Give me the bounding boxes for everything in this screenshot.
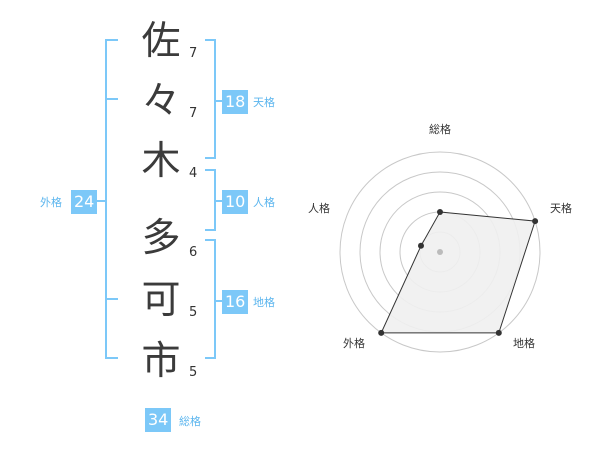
stroke-count: 4 [189,166,198,181]
radar-point [532,218,539,225]
jinkaku-badge: 10 [222,190,249,214]
radar-axis-label-soukaku: 総格 [429,122,451,136]
name-char: 木 [141,139,181,184]
gaikaku-bracket [105,39,118,359]
name-char: 多 [141,216,181,261]
radar-points [378,209,539,336]
name-char: 々 [141,79,181,124]
stroke-count: 6 [189,245,198,260]
gaikaku-label: 外格 [40,196,62,209]
soukaku-badge: 34 [145,408,172,432]
radar-polygon [380,211,536,334]
radar-point [437,209,443,215]
radar-axis-label-gaikaku: 外格 [343,336,365,350]
soukaku-label: 総格 [179,415,201,428]
radar-ring [339,151,541,353]
radar-point [495,329,502,336]
jinkaku-label: 人格 [253,196,275,209]
stroke-count: 5 [189,365,198,380]
radar-center-dot [437,249,443,255]
tenkaku-badge: 18 [222,90,249,114]
tenkaku-label: 天格 [253,96,275,109]
radar-axis-label-chikaku: 地格 [513,336,535,350]
radar-axis-label-tenkaku: 天格 [550,201,572,215]
name-char: 佐 [141,19,181,64]
gaikaku-badge: 24 [71,190,98,214]
name-char: 可 [141,278,181,323]
stroke-count: 7 [189,46,198,61]
chikaku-badge: 16 [222,290,249,314]
name-char: 市 [141,339,181,384]
chikaku-label: 地格 [253,296,275,309]
radar-point [378,329,385,336]
radar-axis-label-jinkaku: 人格 [308,201,330,215]
stroke-count: 7 [189,106,198,121]
radar-point [418,242,424,249]
tenkaku-bracket [205,39,216,159]
chikaku-bracket [205,239,216,359]
stroke-count: 5 [189,305,198,320]
